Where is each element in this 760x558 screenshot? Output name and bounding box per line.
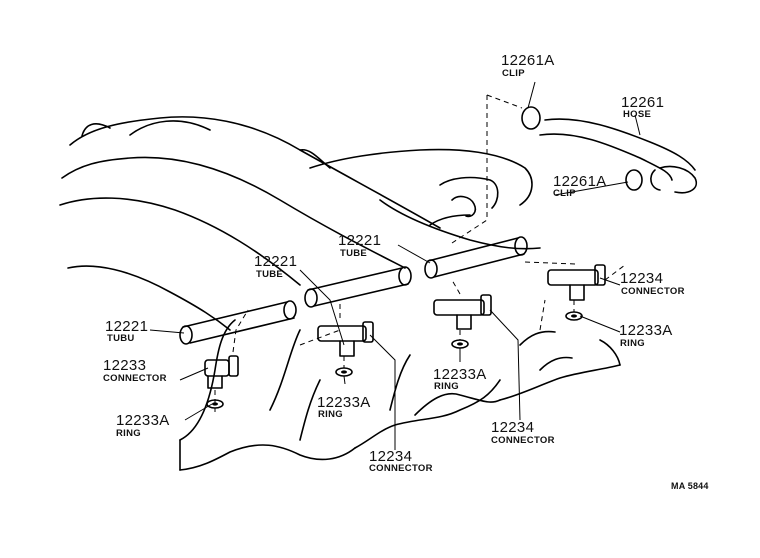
throttle-port <box>451 195 477 218</box>
connector-shape <box>317 321 374 377</box>
callout-number: 12233A <box>317 394 371 411</box>
callout-number: 12233 <box>103 357 147 374</box>
callout-number: 12233A <box>116 412 170 429</box>
manifold-runner <box>59 197 301 286</box>
lower-runner <box>599 339 621 366</box>
callout-name: CONNECTOR <box>621 286 685 297</box>
callout-number: 12221 <box>254 253 298 270</box>
callout-name: CONNECTOR <box>369 463 433 474</box>
callout-number: 12234 <box>620 270 664 287</box>
callout-name: CLIP <box>502 68 525 79</box>
connector-shape <box>204 355 239 409</box>
callout-name: CONNECTOR <box>491 435 555 446</box>
callout-name: HOSE <box>623 109 652 120</box>
callout-name: RING <box>434 381 459 392</box>
tube-shape <box>179 300 297 345</box>
callout-number: 12261A <box>553 173 607 190</box>
lower-runner <box>499 364 621 401</box>
hose-end <box>650 169 661 191</box>
hose-end <box>659 165 697 194</box>
diagram-code: MA 5844 <box>671 481 709 491</box>
manifold-runner <box>129 120 211 136</box>
callout-name: TUBU <box>107 333 135 344</box>
clip-ring <box>521 106 541 130</box>
manifold-runner <box>299 148 331 169</box>
plenum-body <box>309 148 533 206</box>
plenum-body <box>429 214 471 226</box>
lower-runner <box>179 444 356 471</box>
lower-runner <box>179 319 236 441</box>
connector-shape <box>433 294 492 349</box>
plenum-body <box>439 176 499 209</box>
callout-number: 12233A <box>433 366 487 383</box>
callout-number: 12221 <box>338 232 382 249</box>
plenum-body <box>379 199 541 250</box>
lower-runner <box>539 356 573 371</box>
lower-runner <box>354 379 501 449</box>
manifold-runner <box>81 123 111 137</box>
lower-runner <box>269 329 301 411</box>
manifold-runner <box>69 116 441 229</box>
callout-name: RING <box>116 428 141 439</box>
callout-name: RING <box>318 409 343 420</box>
connector-shape <box>547 264 606 321</box>
callout-number: 12261A <box>501 52 555 69</box>
manifold-runner <box>61 156 406 269</box>
callout-name: CLIP <box>553 188 576 199</box>
callout-name: RING <box>620 338 645 349</box>
manifold-runner <box>67 265 231 331</box>
callout-name: TUBE <box>340 248 368 259</box>
callout-number: 12221 <box>105 318 149 335</box>
lower-runner <box>414 393 501 416</box>
hose <box>544 118 696 171</box>
lower-runner <box>519 330 556 346</box>
callout-number: 12233A <box>619 322 673 339</box>
lower-runner <box>389 354 411 411</box>
tube-shape <box>424 236 528 279</box>
callout-name: TUBE <box>256 269 284 280</box>
lower-runner <box>299 379 321 441</box>
clip-ring <box>625 169 643 191</box>
callout-number: 12234 <box>491 419 535 436</box>
tube-shape <box>304 266 412 308</box>
callout-name: CONNECTOR <box>103 373 167 384</box>
callout-number: 12261 <box>621 94 665 111</box>
hose <box>539 133 673 181</box>
callout-number: 12234 <box>369 448 413 465</box>
